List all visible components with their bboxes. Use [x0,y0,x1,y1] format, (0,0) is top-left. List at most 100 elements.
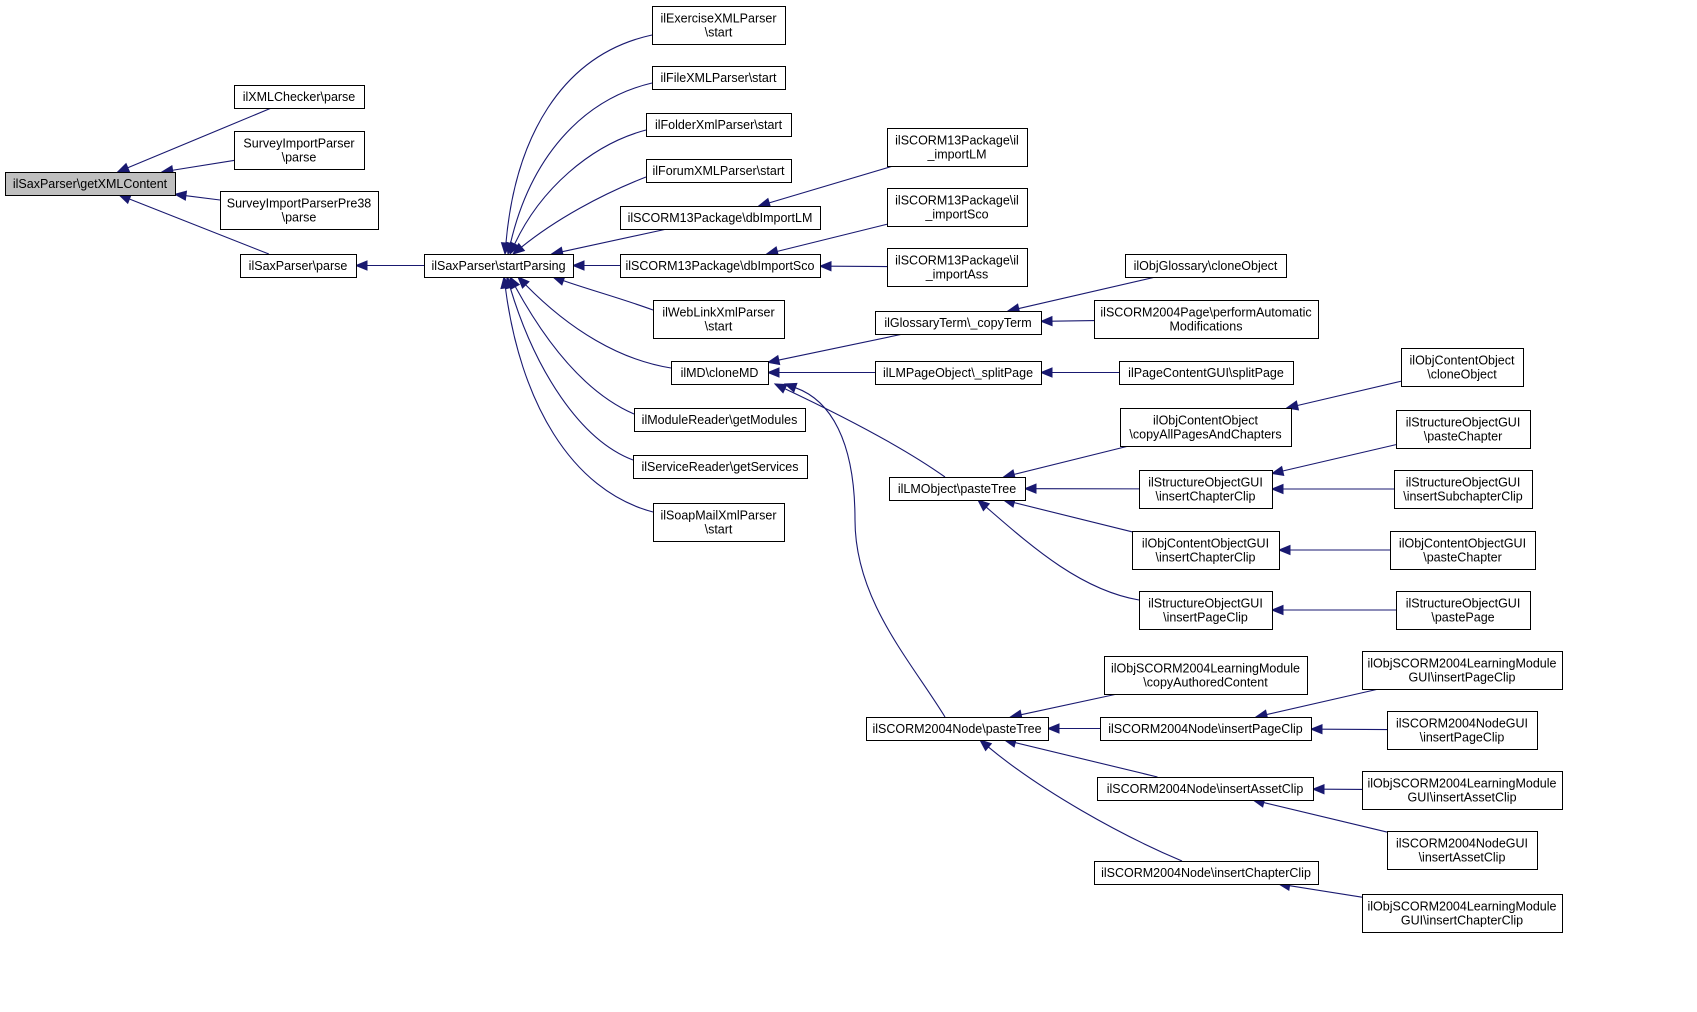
node-label: \pasteChapter [1423,551,1502,565]
graph-node[interactable]: ilWebLinkXmlParser\start [653,300,785,339]
arrowhead [1285,400,1300,411]
graph-node[interactable]: ilExerciseXMLParser\start [652,6,786,45]
node-box [1362,894,1563,933]
graph-node[interactable]: ilServiceReader\getServices [633,455,808,479]
graph-node[interactable]: ilMD\cloneMD [671,361,769,385]
edge-line [985,506,1140,601]
graph-node[interactable]: ilSCORM13Package\il_importAss [887,248,1028,287]
graph-node[interactable]: ilSCORM2004Page\performAutomaticModifica… [1094,300,1319,339]
graph-node[interactable]: ilModuleReader\getModules [634,408,806,432]
graph-node[interactable]: ilSCORM13Package\il_importLM [887,128,1028,167]
node-box [1125,254,1287,278]
node-box [620,206,821,230]
node-box [1362,771,1563,810]
graph-node[interactable]: ilSCORM2004Node\insertPageClip [1100,717,1312,741]
node-box [1390,531,1536,570]
node-box [234,85,365,109]
graph-node[interactable]: ilForumXMLParser\start [646,159,792,183]
edge-n23-n39 [978,739,1183,862]
graph-node[interactable]: ilSCORM2004Node\pasteTree [866,717,1049,741]
node-box [653,503,785,542]
graph-node[interactable]: ilLMObject\pasteTree [889,477,1026,501]
edge-n20-n25 [1039,315,1095,327]
arrowhead [509,241,520,256]
graph-node[interactable]: ilSCORM2004Node\insertChapterClip [1094,861,1319,885]
graph-node[interactable]: ilStructureObjectGUI\pastePage [1396,591,1531,630]
edge-line [172,159,235,171]
arrowhead [117,194,132,205]
graph-node[interactable]: ilFileXMLParser\start [652,66,786,90]
edge-line [1015,742,1158,778]
edge-line [1289,885,1363,898]
node-label: ilWebLinkXmlParser [662,306,774,320]
graph-node[interactable]: ilObjGlossary\cloneObject [1125,254,1287,278]
node-box [1396,410,1531,449]
edge-n27-n31 [1285,380,1402,411]
node-label: Modifications [1170,320,1243,334]
node-label: \pasteChapter [1424,430,1503,444]
graph-node[interactable]: ilStructureObjectGUI\insertChapterClip [1139,470,1273,509]
node-label: ilObjSCORM2004LearningModule [1368,777,1557,791]
graph-node[interactable]: SurveyImportParserPre38\parse [220,191,379,230]
node-box [1120,408,1292,447]
edge-n22-n27 [1002,445,1129,480]
graph-node[interactable]: ilSCORM2004NodeGUI\insertPageClip [1387,711,1538,750]
node-box [887,248,1028,287]
node-box [653,300,785,339]
node-box [1094,861,1319,885]
node-label: ilSCORM13Package\dbImportSco [626,259,815,273]
edge-line [514,129,647,245]
edge-n13-n21 [766,367,875,378]
graph-node[interactable]: ilObjContentObjectGUI\insertChapterClip [1132,531,1280,570]
graph-node[interactable]: ilObjSCORM2004LearningModule\copyAuthore… [1104,656,1308,695]
graph-node[interactable]: ilSCORM13Package\il_importSco [887,188,1028,227]
graph-node[interactable]: ilObjContentObject\copyAllPagesAndChapte… [1120,408,1292,447]
node-label: _importAss [925,268,989,282]
node-box [634,408,806,432]
node-box [1139,470,1273,509]
edge-line [1266,688,1379,716]
graph-node[interactable]: SurveyImportParser\parse [234,131,365,170]
graph-node[interactable]: ilStructureObjectGUI\insertSubchapterCli… [1394,470,1533,509]
graph-node[interactable]: ilObjSCORM2004LearningModuleGUI\insertAs… [1362,771,1563,810]
graph-node[interactable]: ilSCORM2004NodeGUI\insertAssetClip [1387,831,1538,870]
node-label: ilStructureObjectGUI [1406,597,1521,611]
node-label: \start [705,523,733,537]
edge-n30-n35 [1270,604,1396,616]
arrowhead [1309,723,1323,735]
node-label: ilObjSCORM2004LearningModule [1111,662,1300,676]
node-box [875,361,1042,385]
arrowhead [173,190,188,201]
graph-node[interactable]: ilObjSCORM2004LearningModuleGUI\insertCh… [1362,894,1563,933]
graph-node[interactable]: ilPageContentGUI\splitPage [1119,361,1294,385]
graph-node[interactable]: ilSaxParser\parse [240,254,357,278]
graph-node[interactable]: ilSaxParser\startParsing [424,254,574,278]
node-box [633,455,808,479]
arrowhead [1270,604,1284,616]
graph-node[interactable]: ilSCORM13Package\dbImportSco [620,254,821,278]
graph-node[interactable]: ilSoapMailXmlParser\start [653,503,785,542]
node-label: \cloneObject [1427,368,1497,382]
graph-node[interactable]: ilObjContentObject\cloneObject [1401,348,1524,387]
graph-node[interactable]: ilGlossaryTerm\_copyTerm [875,311,1042,335]
edge-line [784,388,946,478]
graph-node[interactable]: ilSCORM2004Node\insertAssetClip [1097,777,1314,801]
node-box [1139,591,1273,630]
graph-node[interactable]: ilFolderXmlParser\start [646,113,792,137]
graph-node[interactable]: ilObjSCORM2004LearningModuleGUI\insertPa… [1362,651,1563,690]
graph-node[interactable]: ilStructureObjectGUI\insertPageClip [1139,591,1273,630]
graph-node[interactable]: ilXMLChecker\parse [234,85,365,109]
graph-node[interactable]: ilStructureObjectGUI\pasteChapter [1396,410,1531,449]
node-box [889,477,1026,501]
graph-node[interactable]: ilSaxParser\getXMLContent [5,172,176,196]
graph-node[interactable]: ilLMPageObject\_splitPage [875,361,1042,385]
node-label: ilPageContentGUI\splitPage [1128,366,1284,380]
edge-n5-n12 [551,275,654,311]
graph-node[interactable]: ilObjContentObjectGUI\pasteChapter [1390,531,1536,570]
edge-n38-n42 [1311,783,1363,795]
node-box [646,113,792,137]
edge-n4-n5 [354,260,424,271]
graph-node[interactable]: ilSCORM13Package\dbImportLM [620,206,821,230]
node-box [887,128,1028,167]
